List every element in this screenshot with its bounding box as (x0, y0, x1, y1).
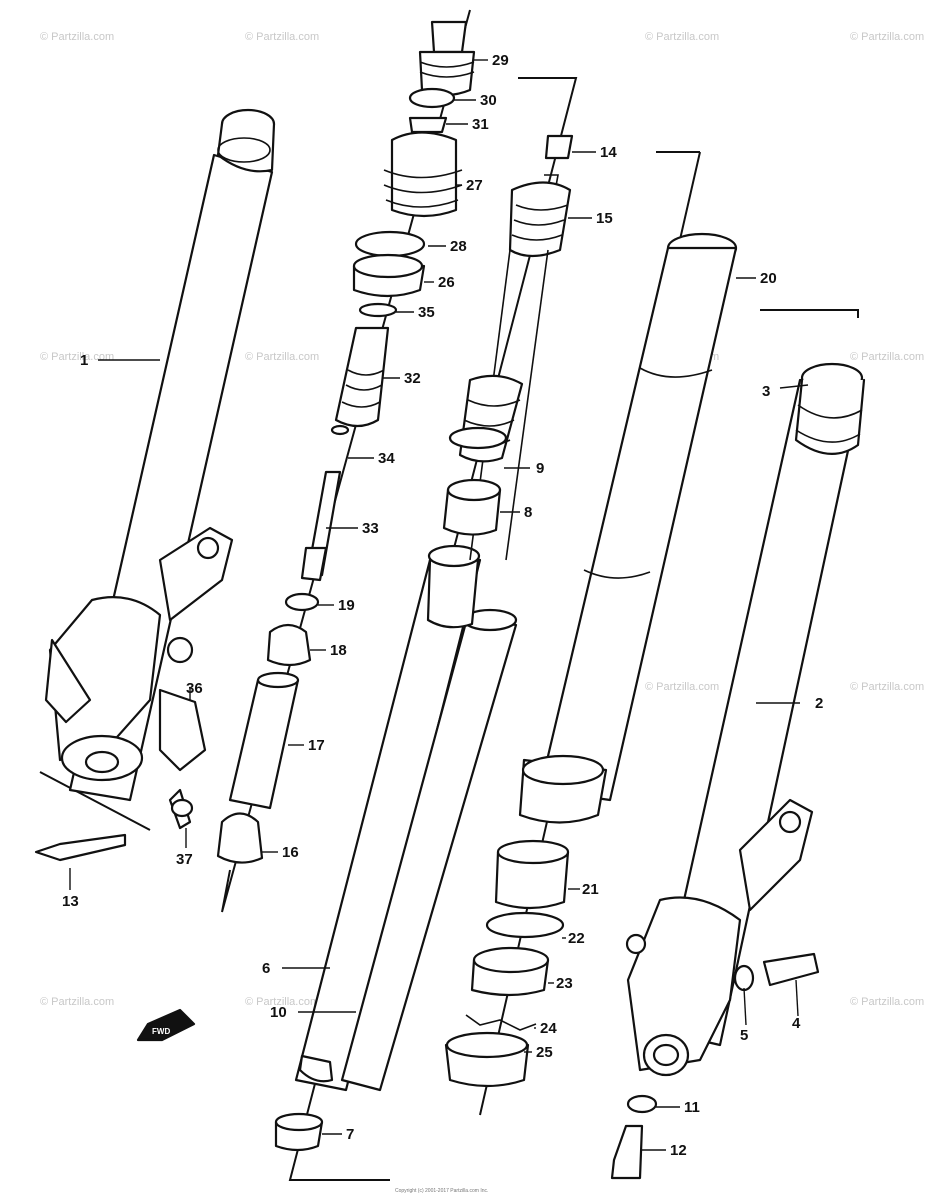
callout-8: 8 (524, 504, 532, 521)
callout-3: 3 (762, 383, 770, 400)
callout-25: 25 (536, 1044, 553, 1061)
watermark: © Partzilla.com (40, 351, 114, 363)
callout-1: 1 (80, 352, 88, 369)
callout-12: 12 (670, 1142, 687, 1159)
watermark: © Partzilla.com (645, 681, 719, 693)
callout-19: 19 (338, 597, 355, 614)
callout-7: 7 (346, 1126, 354, 1143)
callout-18: 18 (330, 642, 347, 659)
watermark: © Partzilla.com (245, 31, 319, 43)
callout-20: 20 (760, 270, 777, 287)
watermark: © Partzilla.com (850, 31, 924, 43)
callout-5: 5 (740, 1027, 748, 1044)
callout-37: 37 (176, 851, 193, 868)
top-cartridge-parts (352, 20, 476, 318)
valve-parts (216, 326, 390, 864)
callout-6: 6 (262, 960, 270, 977)
callout-32: 32 (404, 370, 421, 387)
callout-23: 23 (556, 975, 573, 992)
callout-10: 10 (270, 1004, 287, 1021)
callout-9: 9 (536, 460, 544, 477)
small-parts (34, 688, 820, 1180)
fwd-label: FWD (152, 1027, 170, 1036)
watermark: © Partzilla.com (40, 996, 114, 1008)
watermark: © Partzilla.com (645, 31, 719, 43)
watermark: © Partzilla.com (850, 996, 924, 1008)
callout-15: 15 (596, 210, 613, 227)
copyright-text: Copyright (c) 2001-2017 Partzilla.com In… (395, 1188, 488, 1194)
fork-leg-right (625, 362, 866, 1077)
callout-21: 21 (582, 881, 599, 898)
callout-16: 16 (282, 844, 299, 861)
callout-13: 13 (62, 893, 79, 910)
watermark: © Partzilla.com (850, 351, 924, 363)
watermark: © Partzilla.com (850, 681, 924, 693)
lower-frame (39, 771, 151, 831)
callout-labels: 1 2 3 4 5 6 7 8 9 10 11 12 13 14 15 16 1… (62, 52, 823, 1159)
callout-31: 31 (472, 116, 489, 133)
callout-11: 11 (684, 1099, 700, 1116)
watermark: © Partzilla.com (245, 351, 319, 363)
leader-lines (69, 59, 809, 1151)
callout-33: 33 (362, 520, 379, 537)
damper-rods (294, 544, 518, 1092)
inner-tube-upper (518, 232, 738, 824)
callout-29: 29 (492, 52, 509, 69)
callout-24: 24 (540, 1020, 557, 1037)
watermark: © Partzilla.com (245, 996, 319, 1008)
callout-14: 14 (600, 144, 617, 161)
callout-4: 4 (792, 1015, 801, 1032)
callout-26: 26 (438, 274, 455, 291)
callout-2: 2 (815, 695, 823, 712)
fwd-arrow: FWD (136, 1008, 196, 1042)
watermark: © Partzilla.com (40, 31, 114, 43)
fork-leg-left (44, 108, 276, 802)
callout-34: 34 (378, 450, 395, 467)
callout-30: 30 (480, 92, 497, 109)
outer-tube-frame-2 (760, 309, 859, 318)
spring-parts (442, 134, 574, 561)
callout-35: 35 (418, 304, 435, 321)
callout-27: 27 (466, 177, 483, 194)
seal-parts (444, 839, 570, 1088)
callout-28: 28 (450, 238, 467, 255)
callout-17: 17 (308, 737, 325, 754)
callout-36: 36 (186, 680, 203, 697)
callout-22: 22 (568, 930, 585, 947)
